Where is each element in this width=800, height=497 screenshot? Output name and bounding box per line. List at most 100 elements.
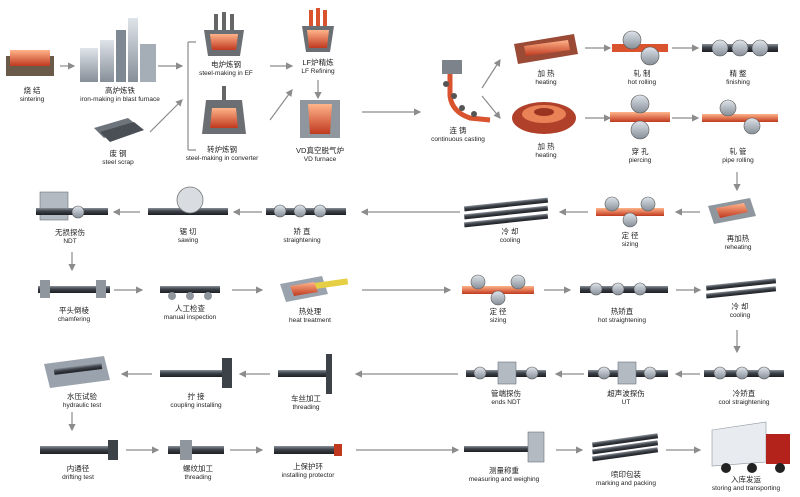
step-zh-drifting: 内通径 — [67, 463, 90, 473]
step-zh-piercing: 穿 孔 — [631, 146, 649, 156]
step-en-storing: storing and transporting — [712, 485, 781, 492]
furnace-box-icon — [6, 50, 54, 76]
step-zh-casting: 连 铸 — [449, 125, 467, 135]
step-zh-threading2: 螺纹加工 — [183, 463, 213, 473]
step-en-weighing: measuring and weighing — [469, 476, 540, 483]
step-en-converter: steel-making in converter — [186, 155, 259, 162]
step-en-casting: continuous casting — [431, 136, 485, 143]
step-zh-hot-straightening: 热矫直 — [611, 306, 634, 316]
step-zh-packing: 喷印包装 — [611, 469, 641, 479]
step-zh-steel-scrap: 废 钢 — [109, 148, 126, 158]
threading-tool-icon — [278, 354, 332, 394]
ndt-machine-icon — [466, 361, 546, 385]
protector-icon — [274, 444, 342, 456]
step-en-pipe-rolling: pipe rolling — [722, 157, 754, 164]
step-en-chamfering: chamfering — [58, 316, 91, 323]
step-zh-converter: 转炉炼钢 — [207, 144, 237, 154]
step-zh-cooling2: 冷 却 — [731, 301, 748, 311]
step-en-drifting: drifting test — [62, 474, 94, 481]
sizing-mill-icon — [462, 274, 534, 306]
step-en-hot-rolling: hot rolling — [628, 79, 657, 86]
step-en-piercing: piercing — [629, 157, 652, 164]
step-zh-reheating: 再加热 — [727, 233, 750, 243]
rotary-furnace-icon — [512, 102, 576, 134]
step-zh-ndt1: 无损探伤 — [55, 227, 85, 237]
chamfer-machine-icon — [38, 280, 110, 298]
sizing-mill-icon — [596, 196, 664, 228]
step-en-sizing2: sizing — [490, 317, 507, 324]
step-en-lf: LF Refining — [301, 68, 335, 75]
straightener-icon — [266, 204, 346, 218]
step-zh-vd: VD真空脱气炉 — [296, 145, 344, 155]
heating-furnace-icon — [514, 34, 578, 64]
step-zh-heating1: 加 热 — [537, 68, 555, 78]
thread-gauge-icon — [168, 440, 224, 460]
step-en-blast-furnace: iron-making in blast furnace — [80, 96, 160, 103]
step-zh-ends-ndt: 管端探伤 — [491, 388, 521, 398]
step-zh-sawing: 锯 切 — [179, 226, 197, 236]
step-en-steel-scrap: steel scrap — [102, 159, 134, 166]
step-en-threading2: threading — [184, 474, 211, 481]
hydraulic-tester-icon — [44, 356, 110, 388]
straightener-icon — [580, 282, 668, 296]
step-zh-ut: 超声波探伤 — [607, 388, 645, 398]
reheat-furnace-icon — [708, 198, 756, 224]
step-en-heating2: heating — [535, 152, 557, 159]
ut-machine-icon — [588, 361, 668, 385]
step-zh-heating2: 加 热 — [537, 141, 555, 151]
step-zh-sizing1: 定 径 — [621, 230, 639, 240]
step-en-ef: steel-making in EF — [199, 70, 253, 77]
step-en-straightening: straightening — [283, 237, 321, 244]
step-en-hydraulic: hydraulic test — [63, 402, 101, 409]
coupling-icon — [160, 358, 232, 388]
caster-icon — [442, 60, 491, 123]
step-zh-hydraulic: 水压试验 — [67, 391, 97, 401]
step-zh-cool-straightening: 冷矫直 — [733, 388, 756, 398]
roll-stand-icon — [702, 39, 778, 57]
step-zh-protector: 上保护环 — [293, 461, 323, 471]
step-en-cooling2: cooling — [730, 312, 751, 319]
step-en-vd: VD furnace — [304, 156, 337, 163]
step-en-cooling1: cooling — [500, 237, 521, 244]
step-zh-chamfering: 平头倒棱 — [59, 305, 89, 315]
step-en-heating1: heating — [535, 79, 557, 86]
rolling-mill-icon — [612, 30, 668, 66]
step-zh-heat-treatment: 热处理 — [299, 306, 322, 316]
step-zh-threading1: 车丝加工 — [291, 393, 321, 403]
step-en-sintering: sintering — [20, 96, 45, 103]
step-en-finishing: finishing — [726, 79, 750, 86]
step-en-cool-straightening: cool straightening — [719, 399, 770, 406]
scale-icon — [464, 431, 545, 463]
piercer-icon — [610, 94, 670, 140]
step-en-ut: UT — [622, 399, 631, 406]
step-en-coupling: coupling installing — [170, 402, 222, 409]
step-en-protector: installing protector — [282, 472, 336, 479]
step-zh-pipe-rolling: 轧 管 — [729, 146, 747, 156]
pipe-bundle-icon — [705, 278, 777, 299]
inspection-table-icon — [160, 286, 220, 300]
step-zh-ef: 电炉炼钢 — [211, 59, 241, 69]
step-en-heat-treatment: heat treatment — [289, 317, 331, 324]
roll-stand-icon — [702, 99, 778, 135]
step-zh-manual-inspection: 人工检查 — [175, 303, 205, 313]
step-zh-sintering: 烧 结 — [23, 85, 41, 95]
pipe-bundle-icon — [464, 197, 549, 228]
step-en-threading1: threading — [292, 404, 319, 411]
step-zh-straightening: 矫 直 — [293, 226, 311, 236]
step-en-ends-ndt: ends NDT — [491, 399, 520, 406]
scrap-icon — [94, 118, 144, 142]
straightener-icon — [704, 366, 784, 380]
step-zh-blast-furnace: 高炉炼铁 — [105, 85, 135, 95]
step-en-packing: marking and packing — [596, 480, 656, 487]
vacuum-furnace-icon — [300, 100, 340, 138]
step-zh-sizing2: 定 径 — [489, 306, 507, 316]
flow-arrows — [60, 41, 741, 454]
electric-furnace-icon — [204, 12, 244, 56]
step-zh-finishing: 精 整 — [729, 68, 747, 78]
converter-icon — [202, 86, 246, 134]
step-en-sawing: sawing — [178, 237, 199, 244]
step-zh-coupling: 拧 接 — [187, 391, 205, 401]
step-labels: 烧 结 sintering 高炉炼铁 iron-making in blast … — [20, 57, 781, 492]
step-zh-cooling1: 冷 却 — [501, 226, 518, 236]
